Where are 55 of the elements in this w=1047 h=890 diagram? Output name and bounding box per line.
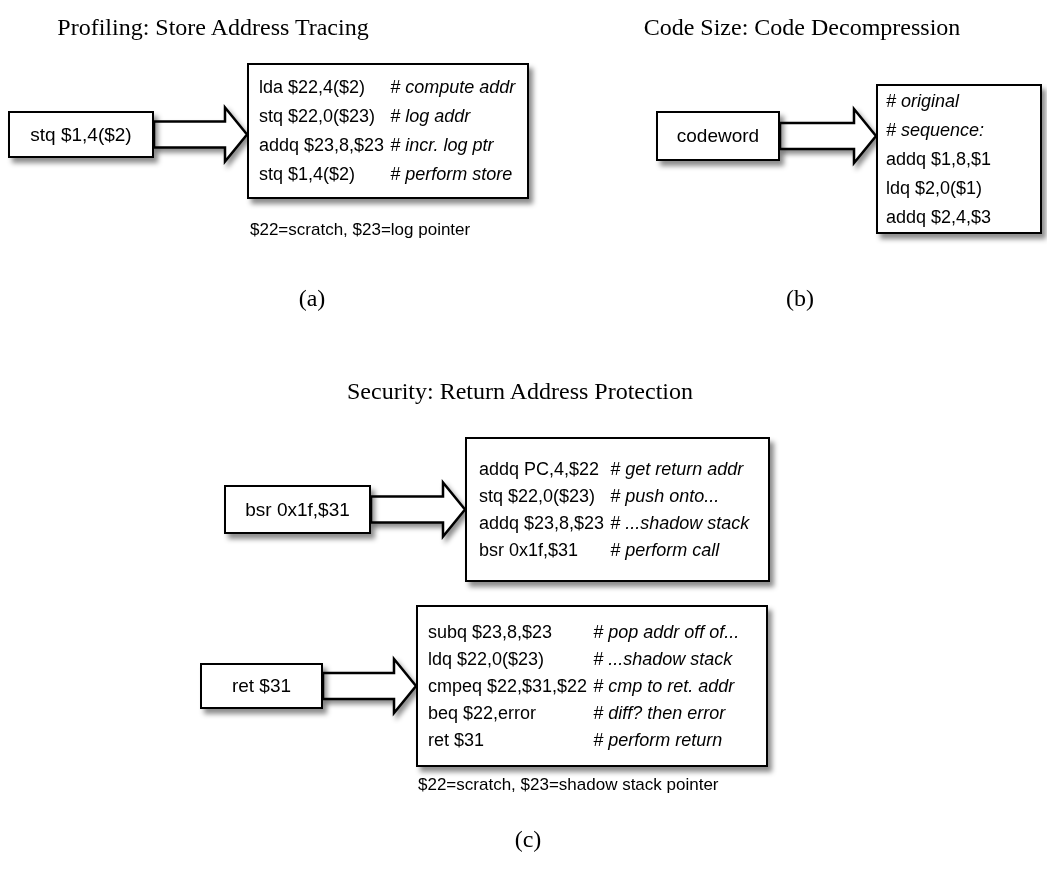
instruction-text: codeword — [676, 125, 760, 147]
code-line: stq $22,0($23) — [479, 484, 597, 508]
code-comment: # perform return — [593, 728, 724, 752]
code-line: ret $31 — [428, 728, 486, 752]
code-sequence-box — [247, 63, 529, 199]
register-note: $22=scratch, $23=log pointer — [250, 220, 471, 240]
code-comment: # perform store — [390, 163, 514, 186]
code-line: addq $23,8,$23 — [259, 134, 385, 157]
code-sequence-box — [876, 84, 1042, 234]
instruction-box — [224, 485, 371, 534]
code-line: beq $22,error — [428, 701, 538, 725]
instruction-text: ret $31 — [231, 675, 292, 697]
code-sequence-box — [465, 437, 770, 582]
code-comment: # get return addr — [610, 457, 745, 481]
code-line: ldq $2,0($1) — [886, 176, 984, 200]
panel-label: (b) — [786, 285, 814, 312]
code-line: bsr 0x1f,$31 — [479, 538, 580, 562]
code-line: subq $23,8,$23 — [428, 620, 554, 644]
panel-label: (a) — [298, 285, 326, 312]
instruction-box — [8, 111, 154, 158]
code-comment: # perform call — [610, 538, 721, 562]
register-note: $22=scratch, $23=shadow stack pointer — [418, 775, 719, 795]
block-arrow — [778, 105, 878, 167]
code-comment: # ...shadow stack — [593, 647, 734, 671]
code-comment: # diff? then error — [593, 701, 727, 725]
block-arrow — [321, 655, 418, 717]
panel-label: (c) — [514, 826, 542, 853]
code-comment: # sequence: — [886, 118, 986, 142]
code-comment: # original — [886, 89, 961, 113]
code-line: ldq $22,0($23) — [428, 647, 546, 671]
code-comment: # log addr — [390, 105, 472, 128]
code-line: stq $1,4($2) — [259, 163, 357, 186]
code-line: addq PC,4,$22 — [479, 457, 601, 481]
instruction-box — [200, 663, 323, 709]
code-line: addq $2,4,$3 — [886, 205, 992, 229]
code-comment: # incr. log ptr — [390, 134, 495, 157]
instruction-text: stq $1,4($2) — [30, 123, 132, 146]
code-line: lda $22,4($2) — [259, 76, 367, 99]
panel-title: Security: Return Address Protection — [347, 378, 693, 405]
code-comment: # ...shadow stack — [610, 511, 750, 535]
block-arrow — [369, 479, 467, 540]
code-comment: # push onto... — [610, 484, 721, 508]
code-line: addq $1,8,$1 — [886, 147, 992, 171]
code-comment: # compute addr — [390, 76, 516, 99]
code-line: cmpeq $22,$31,$22 — [428, 674, 588, 698]
code-comment: # pop addr off of... — [593, 620, 740, 644]
code-line: stq $22,0($23) — [259, 105, 377, 128]
code-comment: # cmp to ret. addr — [593, 674, 736, 698]
panel-title: Profiling: Store Address Tracing — [57, 14, 369, 41]
panel-title: Code Size: Code Decompression — [643, 14, 961, 41]
code-sequence-box — [416, 605, 768, 767]
instruction-text: bsr 0x1f,$31 — [245, 498, 350, 521]
code-line: addq $23,8,$23 — [479, 511, 605, 535]
instruction-box — [656, 111, 780, 161]
block-arrow — [152, 104, 249, 165]
